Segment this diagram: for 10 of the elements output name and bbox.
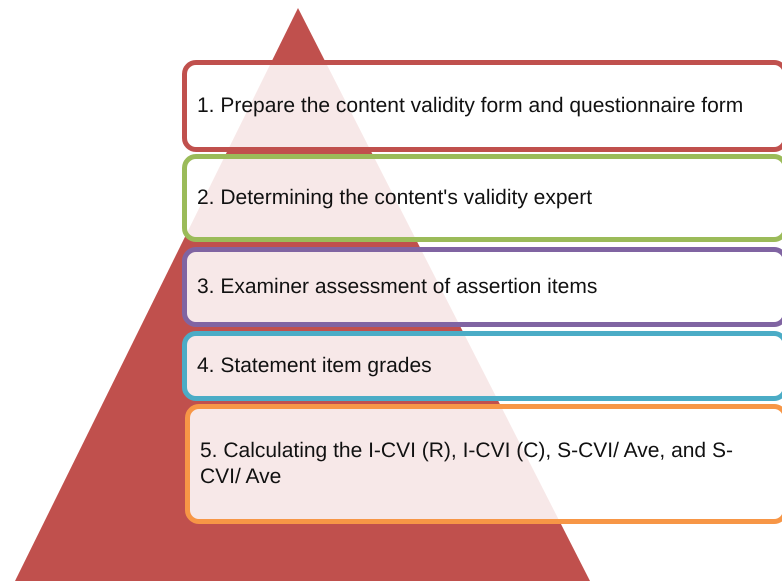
step-box [182,60,782,152]
step-box [185,404,782,524]
step-text: 3. Examiner assessment of assertion items [197,274,598,300]
step-box [182,247,782,327]
step-text: 4. Statement item grades [197,352,433,379]
step-box [182,154,782,242]
step-text: 5. Calculating the I-CVI (R), I-CVI (C), S-CVI/ Ave, and S-CVI/ Ave [200,438,734,490]
step-text: 1. Prepare the content validity form and questionnaire form [197,92,744,119]
step-box [182,331,782,401]
step-text: 2. Determining the content's validity expert [197,184,594,211]
